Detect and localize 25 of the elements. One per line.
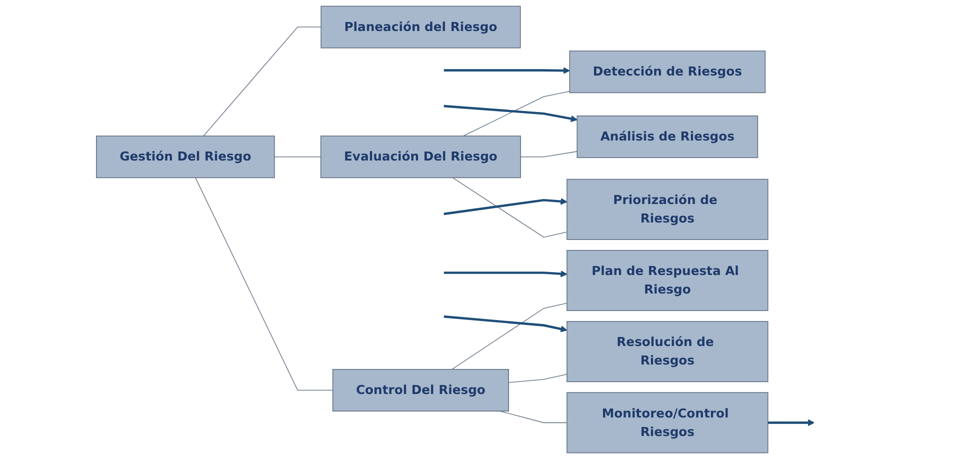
node-box: Análisis de Riesgos	[576, 116, 758, 158]
arrow	[444, 104, 578, 122]
node-box: Evaluación Del Riesgo	[320, 136, 521, 178]
node-box: Plan de Respuesta Al Riesgo	[566, 250, 768, 312]
connector	[452, 177, 568, 238]
node-box: Monitoreo/Control Riesgos	[566, 392, 768, 454]
connector	[203, 26, 322, 136]
node-box: Priorización de Riesgos	[566, 178, 768, 240]
connector	[508, 374, 568, 383]
connector	[452, 302, 568, 370]
connector	[274, 156, 322, 158]
arrow	[444, 198, 568, 216]
connector	[520, 151, 578, 158]
node-box: Planeación del Riesgo	[320, 6, 521, 48]
arrow	[768, 419, 815, 426]
node-box: Control Del Riesgo	[332, 368, 509, 412]
arrow	[444, 315, 568, 332]
node-box: Gestión Del Riesgo	[96, 136, 275, 178]
node-box: Detección de Riesgos	[569, 50, 766, 94]
arrow	[444, 67, 570, 74]
arrow	[444, 270, 568, 278]
connector	[195, 177, 334, 391]
connector	[462, 91, 570, 136]
connector	[499, 410, 568, 424]
node-box: Resolución de Riesgos	[566, 321, 768, 382]
